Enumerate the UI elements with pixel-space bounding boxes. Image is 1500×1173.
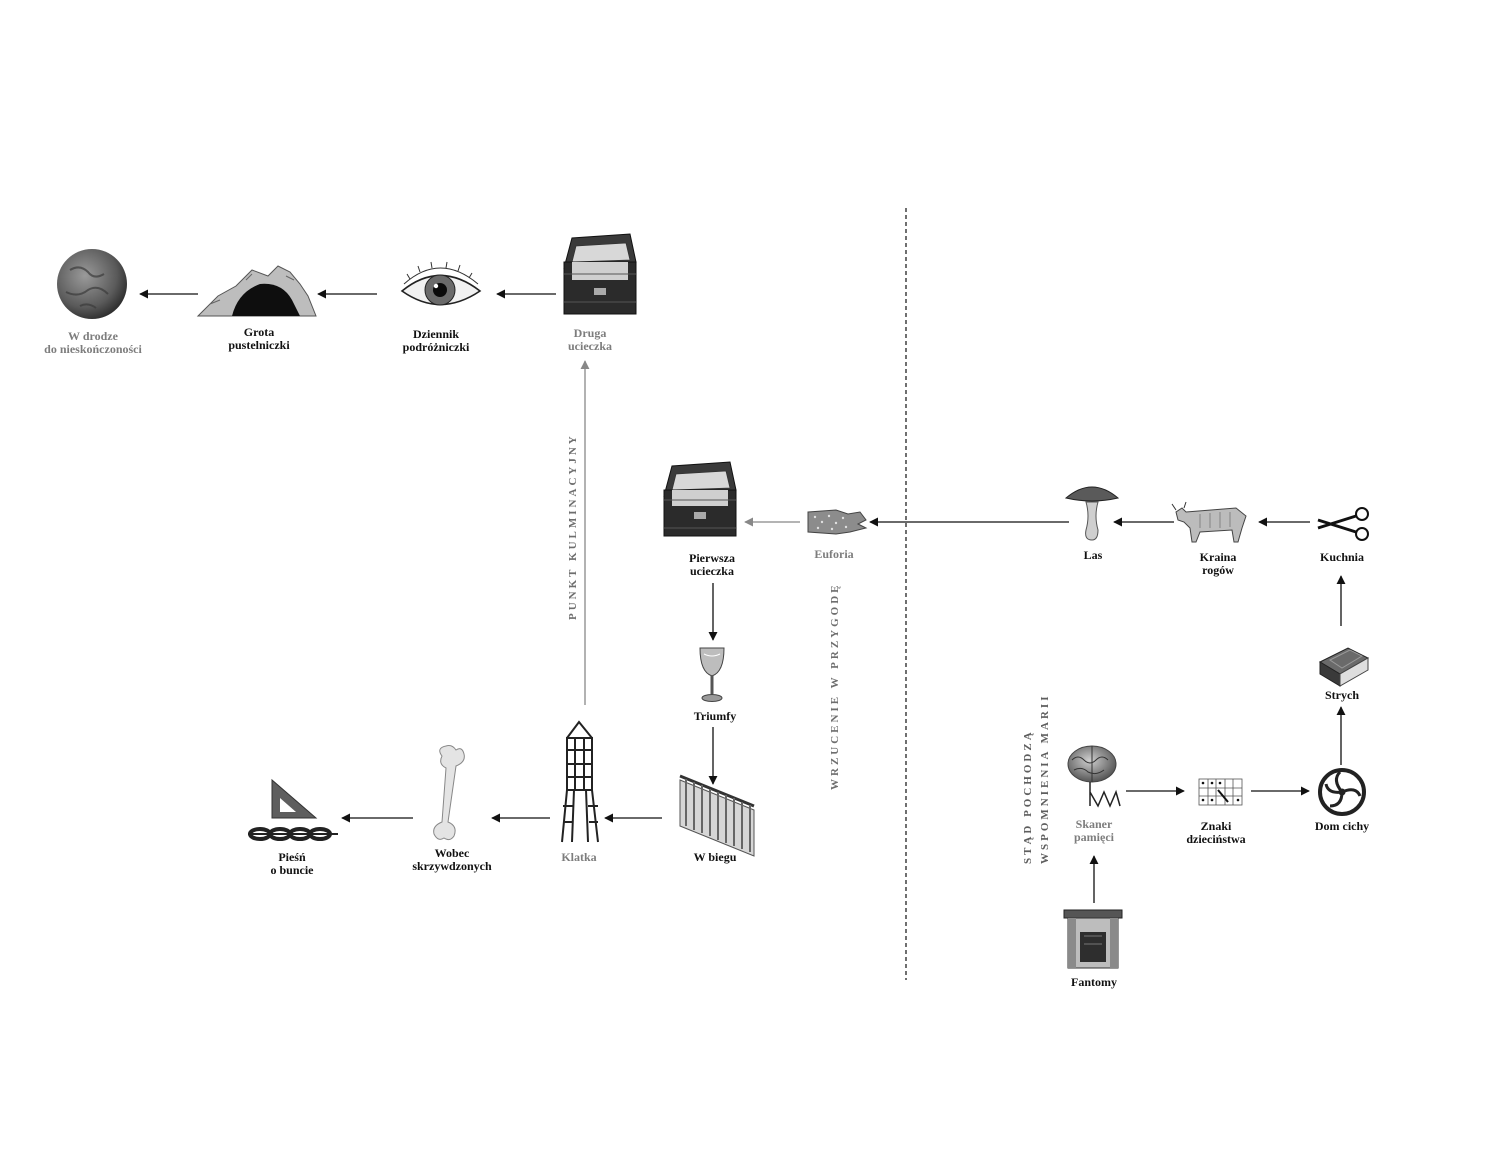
brain-machine-icon <box>1067 745 1121 808</box>
bone-icon <box>433 745 465 841</box>
cow-icon <box>1171 501 1247 543</box>
arrows <box>139 289 1346 903</box>
staircase-icon <box>679 774 755 857</box>
book-icon <box>1318 647 1370 687</box>
open-suitcase-icon-2 <box>663 461 737 537</box>
punkt-kulminacyjny-label: PUNKT KULMINACYJNY <box>567 433 579 620</box>
node-label-klatka: Klatka <box>561 850 597 864</box>
wheel-icon <box>1318 768 1366 816</box>
eye-icon <box>400 261 482 306</box>
cage-icon <box>561 720 599 843</box>
node-label-kuchnia: Kuchnia <box>1319 550 1365 564</box>
fireplace-icon <box>1063 909 1123 969</box>
mushroom-icon <box>1064 486 1120 541</box>
node-label-fantomy: Fantomy <box>1071 975 1117 989</box>
set-square-chain-icon <box>248 778 338 841</box>
node-label-las: Las <box>1083 548 1103 562</box>
goblet-icon <box>699 647 725 702</box>
scissors-icon <box>1317 507 1369 541</box>
node-label-dom-cichy: Dom cichy <box>1314 819 1370 833</box>
node-label-strych: Strych <box>1325 688 1359 702</box>
glove-icon <box>807 509 868 535</box>
wrzucenie-w-przygode-label: WRZUCENIE W PRZYGODĘ <box>829 582 841 790</box>
node-label-triumfy: Triumfy <box>693 709 737 723</box>
planet-icon <box>57 249 127 319</box>
node-label-euforia: Euforia <box>814 547 854 561</box>
grid-icon <box>1198 778 1243 806</box>
cave-icon <box>196 265 317 317</box>
open-suitcase-icon <box>563 233 637 315</box>
node-label-w-biegu: W biegu <box>693 850 737 864</box>
